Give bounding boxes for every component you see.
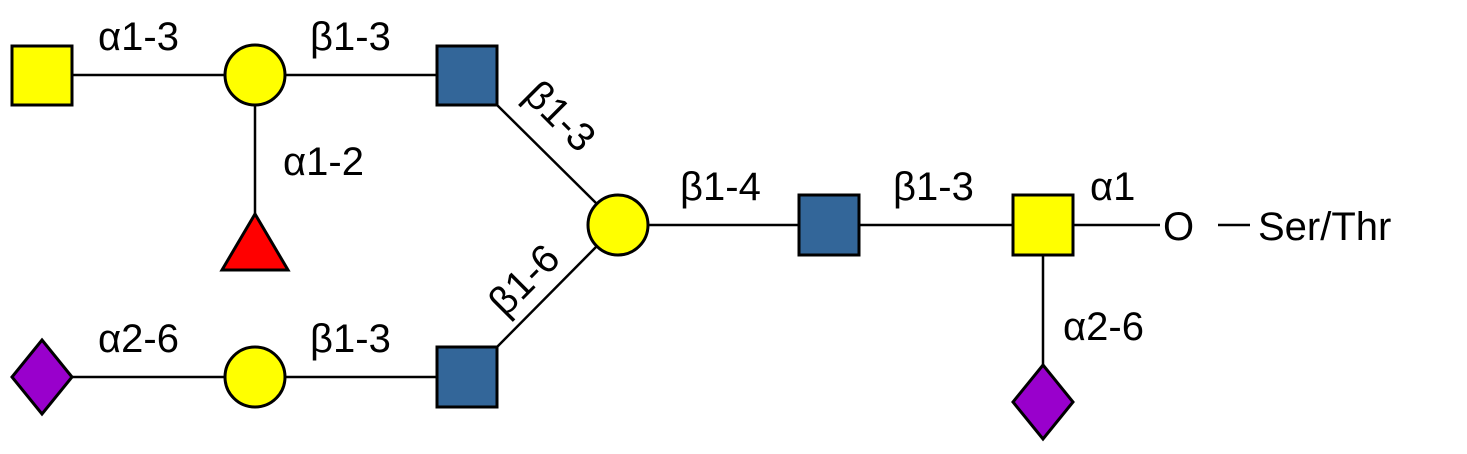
linkage-label: β1-4	[680, 165, 761, 209]
linkage-label: β1-6	[480, 236, 568, 324]
galnac-square-top-left	[10, 44, 74, 107]
glcnac-square-core	[797, 193, 861, 257]
ser-thr-label: Ser/Thr	[1258, 205, 1391, 249]
residues	[10, 43, 1075, 442]
linkage-label: α1-3	[98, 15, 179, 59]
bond	[496, 104, 598, 205]
linkage-labels: α1-3 β1-3 β1-3 α1-2 β1-6 α2-6 β1-3 β1-4 …	[98, 15, 1391, 361]
galnac-square-reducing	[1011, 193, 1075, 257]
neuac-diamond-right	[1011, 362, 1075, 442]
linkage-label: β1-3	[310, 317, 391, 361]
linkage-label: α1	[1090, 165, 1135, 209]
linkage-label: α1-2	[283, 140, 364, 184]
linkage-label: β1-3	[516, 72, 604, 160]
glcnac-square-top	[435, 44, 499, 107]
gal-circle-top	[223, 43, 287, 107]
linkage-label: α2-6	[98, 317, 179, 361]
o-label: O	[1163, 205, 1194, 249]
glcnac-square-bottom	[435, 345, 499, 409]
neuac-diamond-left	[10, 337, 74, 417]
bonds	[72, 73, 1250, 379]
linkage-label: α2-6	[1063, 305, 1144, 349]
bond	[496, 245, 598, 348]
linkage-label: β1-3	[310, 15, 391, 59]
gal-circle-core	[586, 193, 650, 257]
fuc-triangle	[219, 211, 291, 272]
linkage-label: β1-3	[893, 165, 974, 209]
gal-circle-bottom	[223, 345, 287, 409]
